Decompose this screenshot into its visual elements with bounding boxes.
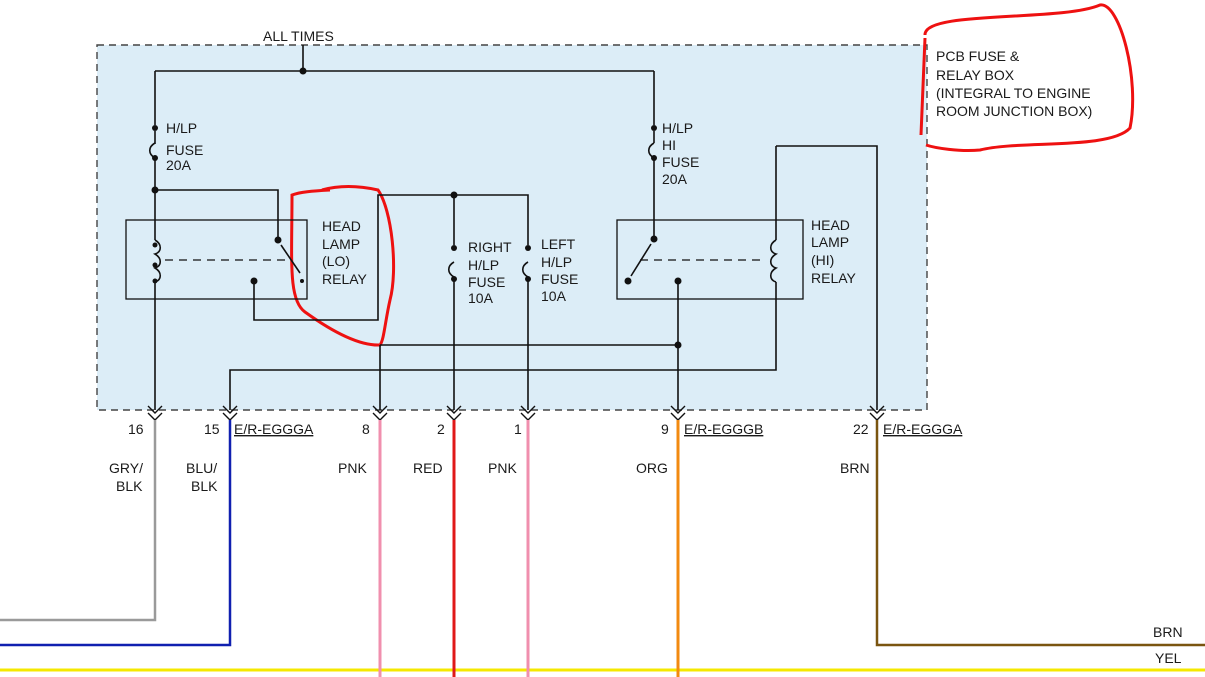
right-fuse-label-2: H/LP bbox=[468, 257, 499, 273]
bottom-wire-yel-label: YEL bbox=[1155, 650, 1182, 666]
lo-relay-label-3: (LO) bbox=[322, 253, 350, 269]
fuse-terminal bbox=[152, 155, 158, 161]
hi-relay-label-2: LAMP bbox=[811, 234, 849, 250]
coil-dot bbox=[152, 262, 158, 268]
pin-9-connector: E/R-EGGGB bbox=[684, 421, 763, 437]
fuse-terminal bbox=[651, 155, 657, 161]
hi-fuse-label-2: HI bbox=[662, 137, 676, 153]
pin-22-number: 22 bbox=[853, 421, 869, 437]
coil-dot bbox=[152, 242, 158, 248]
lo-relay-wiring bbox=[154, 189, 279, 410]
hi-relay-coil-wiring bbox=[229, 145, 878, 410]
wire-15-color-1: BLU/ bbox=[186, 460, 217, 476]
hi-relay-label-1: HEAD bbox=[811, 217, 850, 233]
relay-contact bbox=[300, 279, 304, 283]
right-fuse-symbol bbox=[447, 261, 455, 278]
lo-relay-switch-arm bbox=[280, 244, 301, 274]
junction-dot bbox=[674, 341, 682, 349]
lo-relay-output bbox=[253, 194, 529, 321]
right-fuse-label-3: FUSE bbox=[468, 274, 505, 290]
relay-contact bbox=[624, 277, 632, 285]
pin-1-number: 1 bbox=[514, 421, 522, 437]
pin-connectors bbox=[147, 405, 885, 421]
left-fuse-label-3: FUSE bbox=[541, 271, 578, 287]
fuse-terminal bbox=[651, 125, 657, 131]
fuse-terminal bbox=[525, 245, 531, 251]
box-note-line-2: RELAY BOX bbox=[936, 67, 1015, 83]
hlp-fuse-label-1: H/LP bbox=[166, 120, 197, 136]
box-title: ALL TIMES bbox=[263, 28, 334, 44]
junction-dot bbox=[299, 67, 307, 75]
left-fuse-label-4: 10A bbox=[541, 288, 567, 304]
wire-blu-blk bbox=[0, 420, 232, 647]
box-note-line-4: ROOM JUNCTION BOX) bbox=[936, 103, 1092, 119]
lo-relay-box bbox=[125, 219, 308, 300]
fuse-terminal bbox=[152, 125, 158, 131]
hi-relay-label-3: (HI) bbox=[811, 252, 834, 268]
right-fuse-label-1: RIGHT bbox=[468, 239, 512, 255]
lo-relay-label-2: LAMP bbox=[322, 236, 360, 252]
pin-22-connector: E/R-EGGGA bbox=[883, 421, 963, 437]
left-fuse-label-2: H/LP bbox=[541, 254, 572, 270]
relay-box-outline bbox=[96, 44, 928, 411]
hlp-fuse-label-3: 20A bbox=[166, 157, 192, 173]
wire-15-color-2: BLK bbox=[191, 478, 218, 494]
relay-contact bbox=[274, 236, 282, 244]
hi-fuse-label-4: 20A bbox=[662, 171, 688, 187]
annotation-circle-lo-relay bbox=[290, 185, 396, 347]
hlp-fuse-label-2: FUSE bbox=[166, 142, 203, 158]
lo-relay-coil bbox=[152, 239, 162, 283]
hi-relay-coil bbox=[769, 239, 779, 283]
wire-22-color: BRN bbox=[840, 460, 870, 476]
wire-16-color-2: BLK bbox=[116, 478, 143, 494]
supply-bus bbox=[154, 45, 655, 125]
wire-8-color: PNK bbox=[338, 460, 367, 476]
coil-dot bbox=[152, 278, 158, 284]
fuse-terminal bbox=[451, 276, 457, 282]
wire-9-color: ORG bbox=[636, 460, 668, 476]
pin-16-number: 16 bbox=[128, 421, 144, 437]
pin-8-number: 8 bbox=[362, 421, 370, 437]
wire-brn bbox=[875, 420, 1205, 647]
box-note-line-1: PCB FUSE & bbox=[936, 48, 1020, 64]
pin-15-connector: E/R-EGGGA bbox=[234, 421, 314, 437]
hi-relay-box bbox=[616, 219, 804, 300]
lo-relay-label-4: RELAY bbox=[322, 271, 368, 287]
wire-2-color: RED bbox=[413, 460, 443, 476]
pin-2-number: 2 bbox=[437, 421, 445, 437]
box-note-line-3: (INTEGRAL TO ENGINE bbox=[936, 85, 1091, 101]
left-fuse-label-1: LEFT bbox=[541, 236, 576, 252]
hi-relay-label-4: RELAY bbox=[811, 270, 857, 286]
hi-fuse-label-1: H/LP bbox=[662, 120, 693, 136]
fuse-terminal bbox=[451, 245, 457, 251]
lo-relay-label-1: HEAD bbox=[322, 218, 361, 234]
pin-9-number: 9 bbox=[661, 421, 669, 437]
fuse-terminal bbox=[525, 276, 531, 282]
pin-15-number: 15 bbox=[204, 421, 220, 437]
left-fuse-symbol bbox=[521, 261, 529, 278]
right-fuse-label-4: 10A bbox=[468, 290, 494, 306]
wire-1-color: PNK bbox=[488, 460, 517, 476]
hi-fuse-label-3: FUSE bbox=[662, 154, 699, 170]
wire-gry-blk bbox=[0, 420, 157, 622]
annotation-circle-note bbox=[919, 3, 1135, 152]
bottom-wire-brn-label: BRN bbox=[1153, 624, 1183, 640]
wire-16-color-1: GRY/ bbox=[109, 460, 143, 476]
relay-contact bbox=[650, 235, 658, 243]
